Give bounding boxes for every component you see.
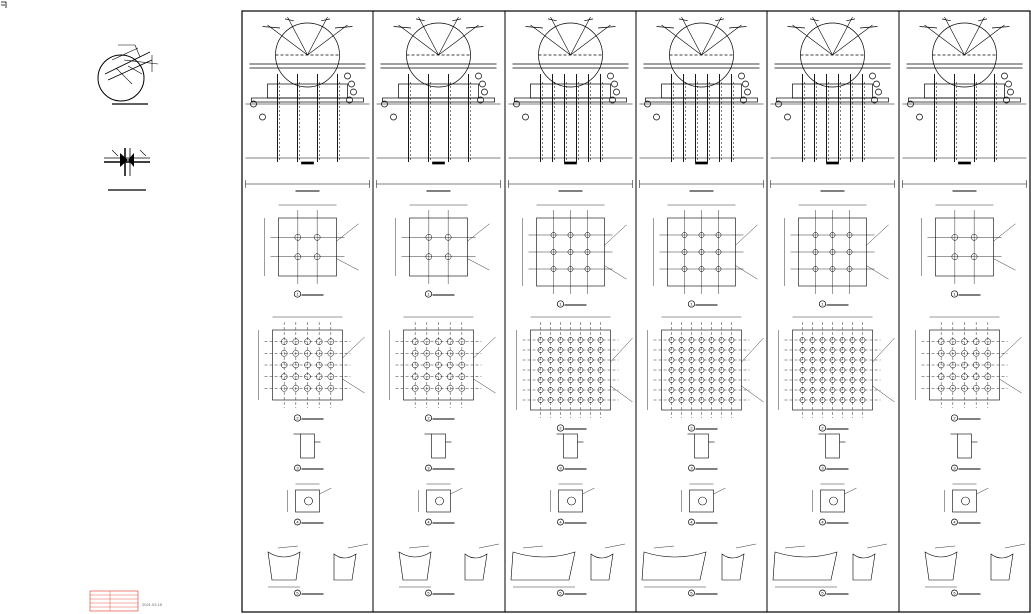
base-plate-plan (395, 204, 490, 298)
section-view (508, 16, 633, 192)
plan-number: 1 (427, 292, 430, 297)
left-detail-panel: 2021.03.15 (1, 1, 163, 612)
plan-number: 1 (821, 302, 824, 307)
stiffener-layout-plan (389, 316, 496, 422)
plan-number: 1 (559, 302, 562, 307)
plan-number: 4 (953, 520, 956, 525)
washer-detail (418, 483, 463, 526)
plan-number: 1 (296, 292, 299, 297)
plan-number: 3 (690, 466, 693, 471)
plan-number: 5 (427, 591, 430, 596)
gusset-detail (510, 543, 626, 597)
plan-number: 1 (690, 302, 693, 307)
plan-number: 3 (821, 466, 824, 471)
plan-number: 2 (427, 416, 430, 421)
section-view (376, 16, 501, 192)
gusset-detail (641, 543, 757, 597)
detail-column-3: 1 2 3 4 5 (508, 16, 633, 597)
detail-column-4: 1 2 3 4 5 (639, 16, 764, 597)
base-plate-plan (784, 204, 889, 308)
detail-column-5: 1 2 3 4 5 (770, 16, 895, 597)
washer-detail (550, 483, 595, 526)
washer-detail (681, 483, 726, 526)
plan-number: 3 (427, 466, 430, 471)
plate-detail (687, 433, 718, 472)
approval-stamp (89, 590, 139, 612)
plan-number: 5 (821, 591, 824, 596)
stiffener-layout-plan (516, 316, 633, 432)
plan-number: 4 (296, 520, 299, 525)
stiffener-layout-plan (778, 316, 895, 432)
detail-column-6: 1 2 3 4 5 (902, 16, 1027, 597)
stamp-date: 2021.03.15 (142, 602, 163, 607)
plate-detail (556, 433, 587, 472)
washer-detail (944, 483, 989, 526)
washer-detail (812, 483, 857, 526)
plan-number: 5 (559, 591, 562, 596)
stiffener-layout-plan (258, 316, 365, 422)
plan-number: 4 (559, 520, 562, 525)
plate-detail (818, 433, 849, 472)
stiffener-layout-plan (915, 316, 1022, 422)
gusset-detail (924, 543, 1026, 597)
plan-number: 5 (690, 591, 693, 596)
detail-column-2: 1 2 3 4 5 (376, 16, 501, 597)
plan-number: 2 (296, 416, 299, 421)
detail-column-1: 1 2 3 4 5 (245, 16, 370, 597)
plate-detail (424, 433, 455, 472)
corner-marker (1, 1, 7, 8)
plate-detail (950, 433, 981, 472)
plan-number: 3 (296, 466, 299, 471)
plan-number: 4 (427, 520, 430, 525)
section-view (902, 16, 1027, 192)
base-plate-plan (653, 204, 758, 308)
section-view (639, 16, 764, 192)
gusset-detail (267, 543, 369, 597)
plan-number: 3 (559, 466, 562, 471)
gusset-detail (772, 543, 888, 597)
gusset-detail (398, 543, 500, 597)
washer-detail (287, 483, 332, 526)
plan-number: 4 (690, 520, 693, 525)
plan-number: 2 (690, 426, 693, 431)
base-plate-plan (264, 204, 359, 298)
plan-number: 2 (953, 416, 956, 421)
plan-number: 5 (953, 591, 956, 596)
plan-number: 5 (296, 591, 299, 596)
plate-detail (293, 433, 324, 472)
section-view (770, 16, 895, 192)
plan-number: 2 (821, 426, 824, 431)
plan-number: 1 (953, 292, 956, 297)
stiffener-layout-plan (647, 316, 764, 432)
base-plate-plan (921, 204, 1016, 298)
weld-detail (104, 148, 150, 176)
base-plate-plan (522, 204, 627, 308)
pipe-joint-detail (97, 44, 159, 102)
section-view (245, 16, 370, 192)
plan-number: 2 (559, 426, 562, 431)
plan-number: 3 (953, 466, 956, 471)
plan-number: 4 (821, 520, 824, 525)
